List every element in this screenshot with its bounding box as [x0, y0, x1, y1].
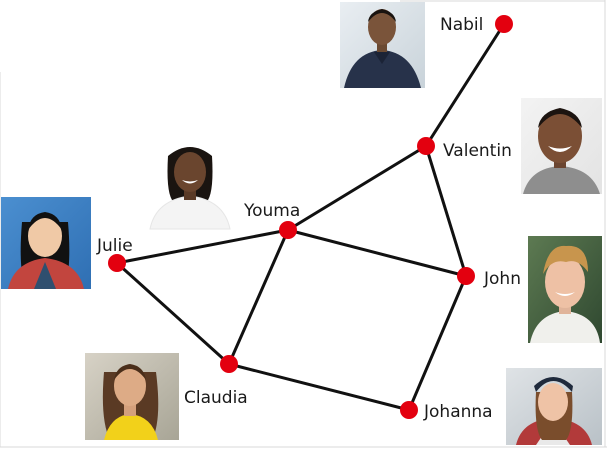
node-valentin [417, 137, 435, 155]
label-nabil: Nabil [440, 15, 483, 35]
edge-youma-claudia [227, 228, 290, 366]
edge-johanna-john [407, 274, 468, 412]
node-johanna [400, 401, 418, 419]
edge-julie-claudia [115, 261, 231, 366]
node-claudia [220, 355, 238, 373]
photo-john [528, 236, 602, 343]
edge-valentin-john [424, 144, 468, 278]
label-julie: Julie [96, 236, 133, 256]
photo-johanna [506, 368, 602, 445]
photo-valentin [521, 98, 602, 194]
label-claudia: Claudia [184, 388, 248, 408]
node-nabil [495, 15, 513, 33]
edge-claudia-johanna [227, 362, 411, 412]
label-youma: Youma [243, 201, 300, 221]
node-youma [279, 221, 297, 239]
label-john: John [483, 269, 521, 289]
photo-claudia [85, 353, 179, 440]
photo-nabil [340, 2, 425, 88]
edges-layer [115, 22, 506, 412]
label-johanna: Johanna [423, 402, 493, 422]
edge-valentin-youma [286, 144, 428, 232]
edge-youma-julie [115, 228, 290, 265]
labels-layer: Nabil Valentin John Johanna Claudia Juli… [96, 15, 521, 422]
node-julie [108, 254, 126, 272]
photo-youma [146, 140, 234, 230]
node-john [457, 267, 475, 285]
photo-julie [1, 197, 91, 289]
edge-youma-john [286, 228, 468, 278]
edge-nabil-valentin [424, 22, 506, 148]
label-valentin: Valentin [443, 141, 512, 161]
nodes-layer [108, 15, 513, 419]
